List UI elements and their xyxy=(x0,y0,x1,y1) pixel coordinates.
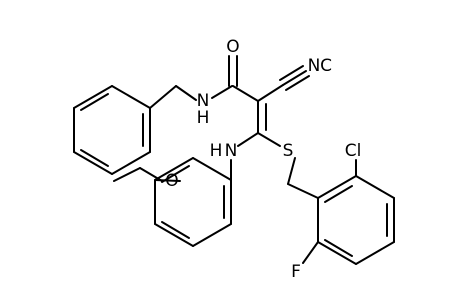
sulfur-label: S xyxy=(283,141,294,161)
ethoxyphenyl-ring xyxy=(154,157,232,247)
bond xyxy=(317,175,357,199)
bond xyxy=(175,85,197,101)
bond xyxy=(324,185,353,203)
bond xyxy=(154,223,194,247)
benzyl-phenyl-ring xyxy=(73,85,151,175)
amine-nitrogen-label: N xyxy=(225,141,238,161)
bond xyxy=(154,157,194,181)
bond xyxy=(111,151,151,175)
bond xyxy=(324,239,353,257)
bond xyxy=(279,65,304,81)
amine-hydrogen-label: H xyxy=(210,141,223,161)
bond xyxy=(73,85,113,109)
bond xyxy=(211,85,233,99)
chlorofluorophenyl-ring xyxy=(317,175,395,265)
bond xyxy=(282,70,307,86)
amide-hydrogen-label: H xyxy=(197,108,210,128)
bond xyxy=(317,241,357,265)
bond xyxy=(302,241,319,264)
bond xyxy=(232,85,259,102)
nitrile-carbon-label: C xyxy=(320,56,332,76)
ether-oxygen-label: O xyxy=(165,171,178,191)
bond xyxy=(237,132,259,147)
nitrile-nitrogen-label: N xyxy=(308,56,321,76)
carbonyl-oxygen-label: O xyxy=(226,37,239,57)
bond xyxy=(257,132,281,147)
bond xyxy=(149,85,177,109)
bond xyxy=(161,165,190,183)
bond xyxy=(80,149,109,167)
bond xyxy=(80,93,109,111)
bond xyxy=(192,157,232,181)
amide-nitrogen-label: N xyxy=(197,91,210,111)
bond xyxy=(113,167,141,182)
bond xyxy=(285,75,310,91)
fluorine-label: F xyxy=(291,262,301,282)
chlorine-label: Cl xyxy=(345,141,362,161)
bond xyxy=(257,84,284,102)
bond xyxy=(287,157,296,185)
bond xyxy=(287,183,319,199)
bond xyxy=(355,241,395,265)
bond xyxy=(111,85,151,109)
bond xyxy=(139,167,163,182)
bond xyxy=(161,221,190,239)
bond xyxy=(73,151,113,175)
bond xyxy=(192,223,232,247)
bond xyxy=(355,175,395,199)
